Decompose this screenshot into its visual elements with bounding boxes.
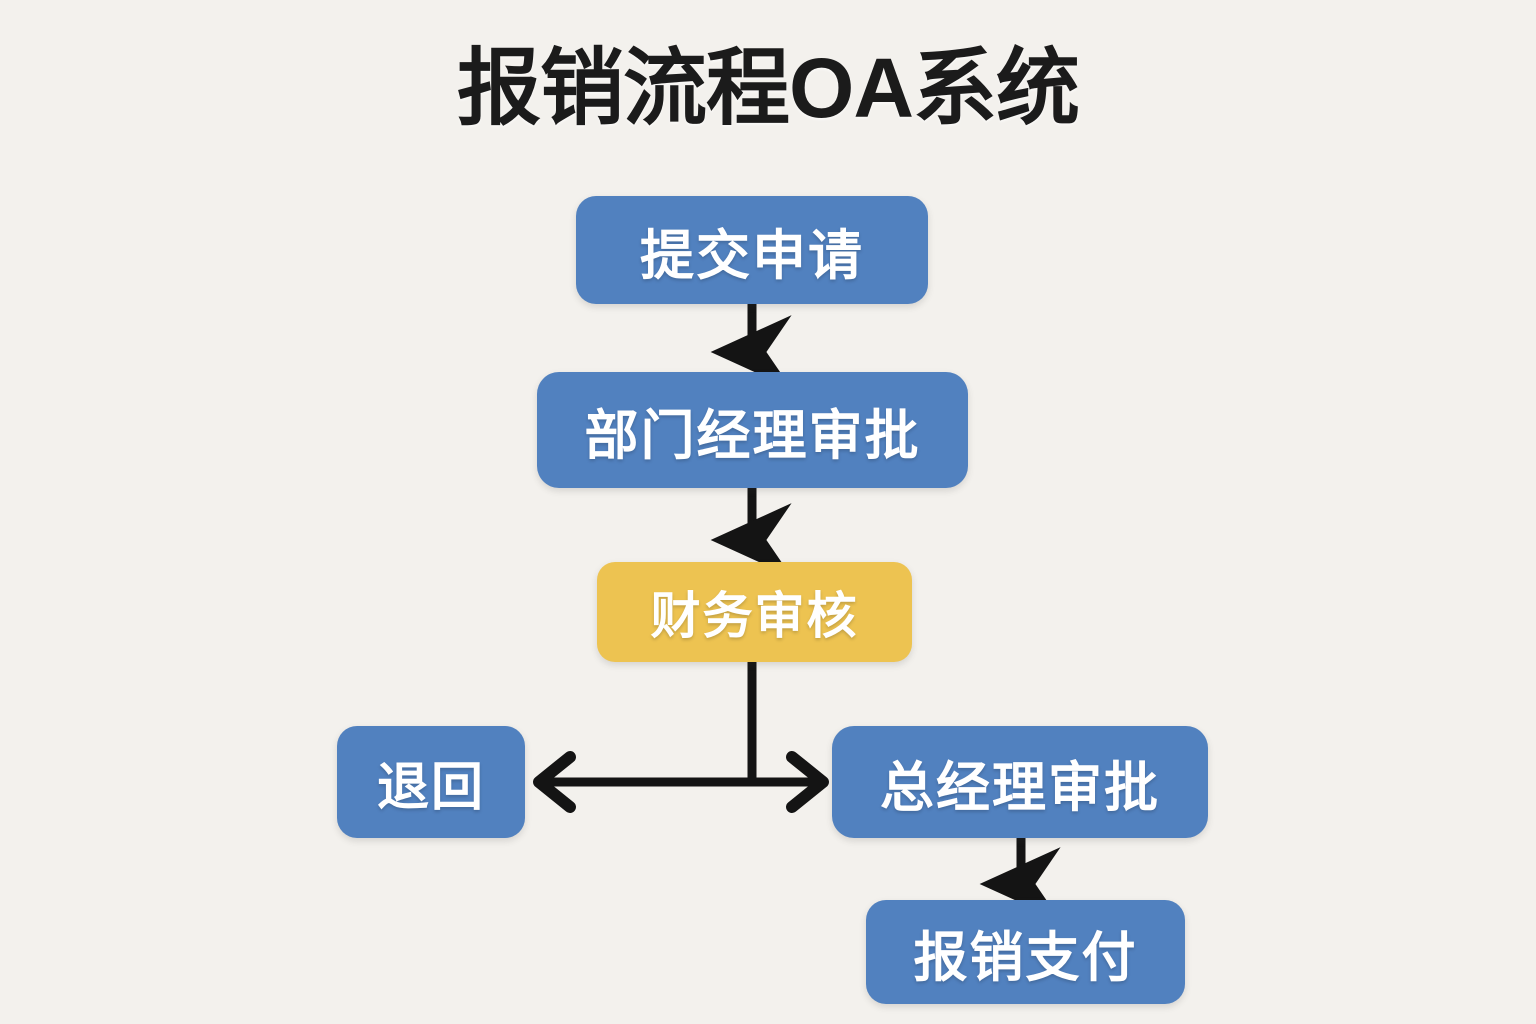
node-submit-application[interactable]: 提交申请 — [576, 196, 928, 304]
node-finance-review[interactable]: 财务审核 — [597, 562, 912, 662]
edge-finance-to-reject — [533, 751, 752, 813]
node-reimbursement-payment[interactable]: 报销支付 — [866, 900, 1185, 1004]
node-general-manager-approval[interactable]: 总经理审批 — [832, 726, 1208, 838]
edge-finance-to-gm — [752, 751, 829, 813]
page-title: 报销流程OA系统 — [456, 41, 1080, 135]
node-return[interactable]: 退回 — [337, 726, 525, 838]
node-department-manager-approval[interactable]: 部门经理审批 — [537, 372, 968, 488]
